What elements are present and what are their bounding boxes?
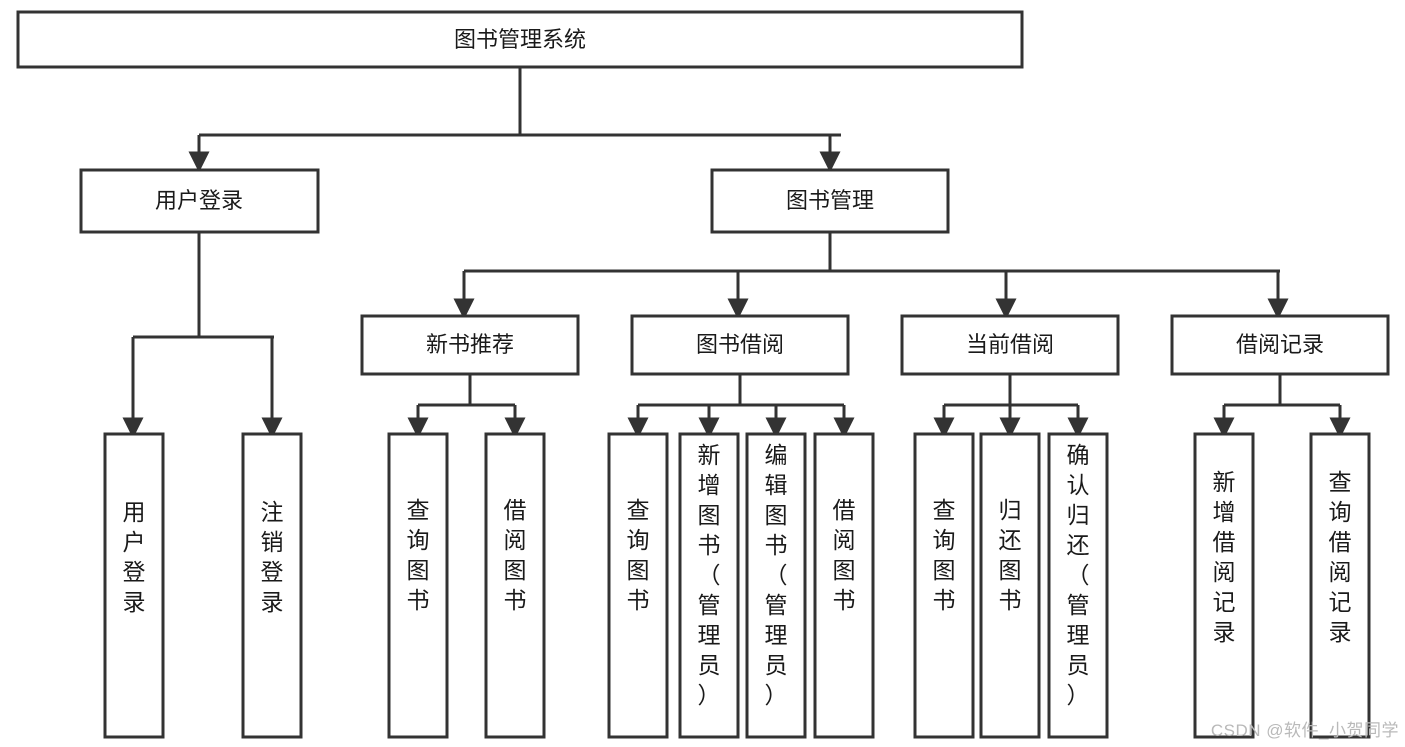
node-user-login[interactable]: 用户登录 bbox=[79, 168, 320, 234]
leaf-query-book-cb-box[interactable] bbox=[913, 432, 975, 739]
leaf-borrow-book-nb-box[interactable] bbox=[484, 432, 546, 739]
leaf-node[interactable]: 查询图书 bbox=[387, 432, 449, 739]
leaf-node[interactable]: 新增图书（管理员） bbox=[678, 432, 740, 739]
leaf-add-record-label: 新增借阅记录 bbox=[1213, 469, 1236, 645]
node-current-borrow-box[interactable] bbox=[900, 314, 1120, 376]
node-root-box[interactable] bbox=[16, 10, 1024, 69]
node-current-borrow[interactable]: 当前借阅 bbox=[900, 314, 1120, 376]
connector-group-new-book bbox=[407, 375, 526, 439]
node-book-borrow-label: 图书借阅 bbox=[696, 332, 784, 357]
node-current-borrow-label: 当前借阅 bbox=[966, 332, 1054, 357]
leaf-node[interactable]: 归还图书 bbox=[979, 432, 1041, 739]
leaf-return-book-box[interactable] bbox=[979, 432, 1041, 739]
leaf-node[interactable]: 编辑图书（管理员） bbox=[745, 432, 807, 739]
leaf-node[interactable]: 新增借阅记录 bbox=[1193, 432, 1255, 739]
node-book-manage[interactable]: 图书管理 bbox=[710, 168, 950, 234]
leaf-node[interactable]: 借阅图书 bbox=[813, 432, 875, 739]
leaf-user-login-label: 用户登录 bbox=[123, 499, 146, 615]
leaf-user-login-box[interactable] bbox=[103, 432, 165, 739]
leaf-add-record-box[interactable] bbox=[1193, 432, 1255, 739]
csdn-watermark: CSDN @软件_小贺同学 bbox=[1210, 721, 1399, 740]
connector-group-book-manage bbox=[453, 233, 1289, 320]
leaf-query-book-cb-label: 查询图书 bbox=[933, 497, 956, 613]
leaf-confirm-return-label: 确认归还（管理员） bbox=[1067, 442, 1090, 708]
leaf-node[interactable]: 注销登录 bbox=[241, 432, 303, 739]
leaf-borrow-book-bb-label: 借阅图书 bbox=[833, 497, 856, 613]
connector-group-current-borrow bbox=[933, 375, 1089, 439]
node-borrow-record-box[interactable] bbox=[1170, 314, 1390, 376]
leaf-logout-box[interactable] bbox=[241, 432, 303, 739]
node-borrow-record-label: 借阅记录 bbox=[1236, 332, 1324, 357]
leaf-node[interactable]: 确认归还（管理员） bbox=[1047, 432, 1109, 739]
connector-group-user-login bbox=[122, 233, 283, 439]
connector-group-root bbox=[188, 67, 841, 173]
node-user-login-box[interactable] bbox=[79, 168, 320, 234]
connector-group-book-borrow bbox=[627, 375, 855, 439]
leaf-edit-book-label: 编辑图书（管理员） bbox=[765, 442, 788, 708]
leaf-node[interactable]: 借阅图书 bbox=[484, 432, 546, 739]
leaf-add-book-label: 新增图书（管理员） bbox=[698, 442, 721, 708]
leaf-edit-book-box[interactable] bbox=[745, 432, 807, 739]
leaf-logout-label: 注销登录 bbox=[261, 499, 284, 615]
leaf-query-book-bb-box[interactable] bbox=[607, 432, 669, 739]
leaf-node[interactable]: 查询图书 bbox=[913, 432, 975, 739]
leaf-node[interactable]: 用户登录 bbox=[103, 432, 165, 739]
node-book-manage-label: 图书管理 bbox=[786, 188, 874, 213]
leaf-query-book-bb-label: 查询图书 bbox=[627, 497, 650, 613]
leaf-return-book-label: 归还图书 bbox=[999, 497, 1022, 613]
leaf-node[interactable]: 查询图书 bbox=[607, 432, 669, 739]
node-root-label: 图书管理系统 bbox=[454, 27, 586, 52]
leaf-query-record-box[interactable] bbox=[1309, 432, 1371, 739]
node-book-borrow[interactable]: 图书借阅 bbox=[630, 314, 850, 376]
leaf-query-book-nb-label: 查询图书 bbox=[407, 497, 430, 613]
node-borrow-record[interactable]: 借阅记录 bbox=[1170, 314, 1390, 376]
connector-group-borrow-record bbox=[1213, 375, 1351, 439]
leaf-borrow-book-nb-label: 借阅图书 bbox=[504, 497, 527, 613]
leaf-query-book-nb-box[interactable] bbox=[387, 432, 449, 739]
node-new-book-recommend-box[interactable] bbox=[360, 314, 580, 376]
leaf-add-book-box[interactable] bbox=[678, 432, 740, 739]
node-book-manage-box[interactable] bbox=[710, 168, 950, 234]
leaf-node[interactable]: 查询借阅记录 bbox=[1309, 432, 1371, 739]
node-new-book-recommend[interactable]: 新书推荐 bbox=[360, 314, 580, 376]
leaf-borrow-book-bb-box[interactable] bbox=[813, 432, 875, 739]
leaf-confirm-return-box[interactable] bbox=[1047, 432, 1109, 739]
node-user-login-label: 用户登录 bbox=[155, 188, 243, 213]
node-book-borrow-box[interactable] bbox=[630, 314, 850, 376]
leaf-query-record-label: 查询借阅记录 bbox=[1329, 469, 1352, 645]
node-new-book-recommend-label: 新书推荐 bbox=[426, 332, 514, 357]
node-root[interactable]: 图书管理系统 bbox=[16, 10, 1024, 69]
